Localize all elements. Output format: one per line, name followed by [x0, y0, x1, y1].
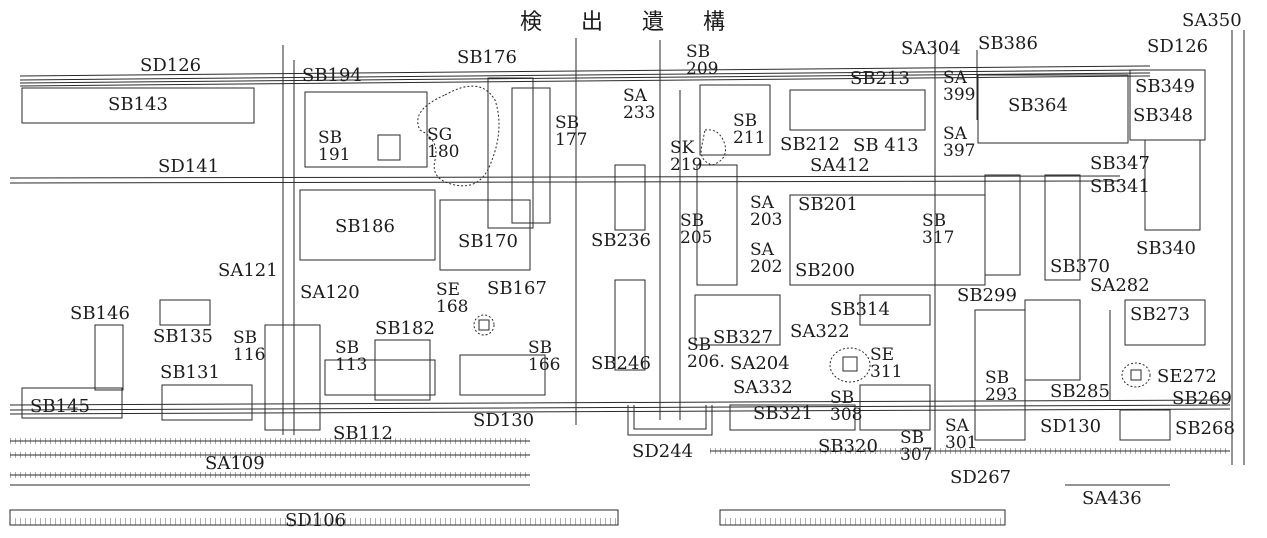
- ditch-sd126: [19, 65, 1151, 87]
- building-outlines: [21, 69, 1206, 441]
- label-sb236: SB236: [591, 230, 651, 251]
- label-sb143: SB143: [108, 94, 168, 115]
- label-sd130-right: SD130: [1040, 416, 1102, 437]
- label-sb348: SB348: [1133, 105, 1193, 126]
- fence-verticals: [282, 38, 1111, 450]
- label-sb327: SB327: [713, 327, 773, 348]
- label-sb340: SB340: [1136, 238, 1196, 259]
- label-sb213: SB213: [850, 68, 910, 89]
- label-sb186: SB186: [335, 216, 395, 237]
- label-sd126-left: SD126: [140, 55, 202, 76]
- label-sb112: SB112: [333, 423, 393, 444]
- label-sb364: SB364: [1008, 95, 1068, 116]
- label-sd141: SD141: [158, 156, 220, 177]
- ditch-sd130: [9, 399, 1231, 415]
- label-sa121: SA121: [218, 260, 278, 281]
- label-sd244: SD244: [632, 441, 694, 462]
- label-sb194: SB194: [302, 65, 362, 86]
- label-sa304: SA304: [901, 38, 961, 59]
- label-sb349: SB349: [1135, 76, 1195, 97]
- fence-sa350: [1231, 30, 1245, 465]
- label-sb413: SB 413: [853, 135, 919, 156]
- label-sb269: SB269: [1172, 388, 1232, 409]
- label-sb386: SB386: [978, 33, 1038, 54]
- label-sb182: SB182: [375, 318, 435, 339]
- label-sb273: SB273: [1130, 304, 1190, 325]
- label-sd126-right: SD126: [1147, 36, 1209, 57]
- label-sa282: SA282: [1090, 275, 1150, 296]
- label-sa109: SA109: [205, 453, 265, 474]
- label-sb320: SB320: [818, 436, 878, 457]
- fence-sa109: [10, 438, 530, 486]
- label-sb167: SB167: [487, 278, 547, 299]
- label-sd267: SD267: [950, 467, 1012, 488]
- ditch-sd106: [9, 509, 1006, 526]
- label-sb146: SB146: [70, 303, 130, 324]
- ditch-sd141: [9, 175, 1121, 184]
- label-sb135: SB135: [153, 326, 213, 347]
- ditch-sd244: [627, 405, 713, 436]
- pit-sg180: [417, 85, 500, 187]
- label-sb200: SB200: [795, 260, 855, 281]
- label-sb341: SB341: [1090, 176, 1150, 197]
- label-sa412: SA412: [810, 155, 870, 176]
- label-sb246: SB246: [591, 353, 651, 374]
- label-sb347: SB347: [1090, 153, 1150, 174]
- label-sb145: SB145: [30, 396, 90, 417]
- pit-se311: [829, 347, 871, 383]
- label-sa322: SA322: [790, 321, 850, 342]
- label-sb170: SB170: [458, 231, 518, 252]
- label-sb212: SB212: [780, 134, 840, 155]
- label-sb370: SB370: [1050, 256, 1110, 277]
- label-sb299: SB299: [957, 285, 1017, 306]
- pit-sk219: [700, 129, 726, 166]
- pit-se272: [1121, 362, 1151, 388]
- label-sd106: SD106: [285, 510, 347, 531]
- label-sb268: SB268: [1175, 418, 1235, 439]
- label-sa332: SA332: [733, 377, 793, 398]
- label-sd130-left: SD130: [473, 410, 535, 431]
- label-sb321: SB321: [753, 403, 813, 424]
- label-sa120: SA120: [300, 282, 360, 303]
- label-sb131: SB131: [160, 362, 220, 383]
- label-sb201: SB201: [798, 194, 858, 215]
- pit-se168: [473, 314, 495, 336]
- label-sa436: SA436: [1082, 488, 1142, 509]
- label-se272: SE272: [1157, 366, 1217, 387]
- label-sb314: SB314: [830, 299, 890, 320]
- label-sb285: SB285: [1050, 381, 1110, 402]
- label-sa350: SA350: [1182, 10, 1242, 31]
- page-title: 検 出 遺 構: [520, 10, 741, 35]
- label-sb176: SB176: [457, 47, 517, 68]
- label-sa204: SA204: [730, 353, 790, 374]
- ditch-sd267: [710, 448, 1230, 454]
